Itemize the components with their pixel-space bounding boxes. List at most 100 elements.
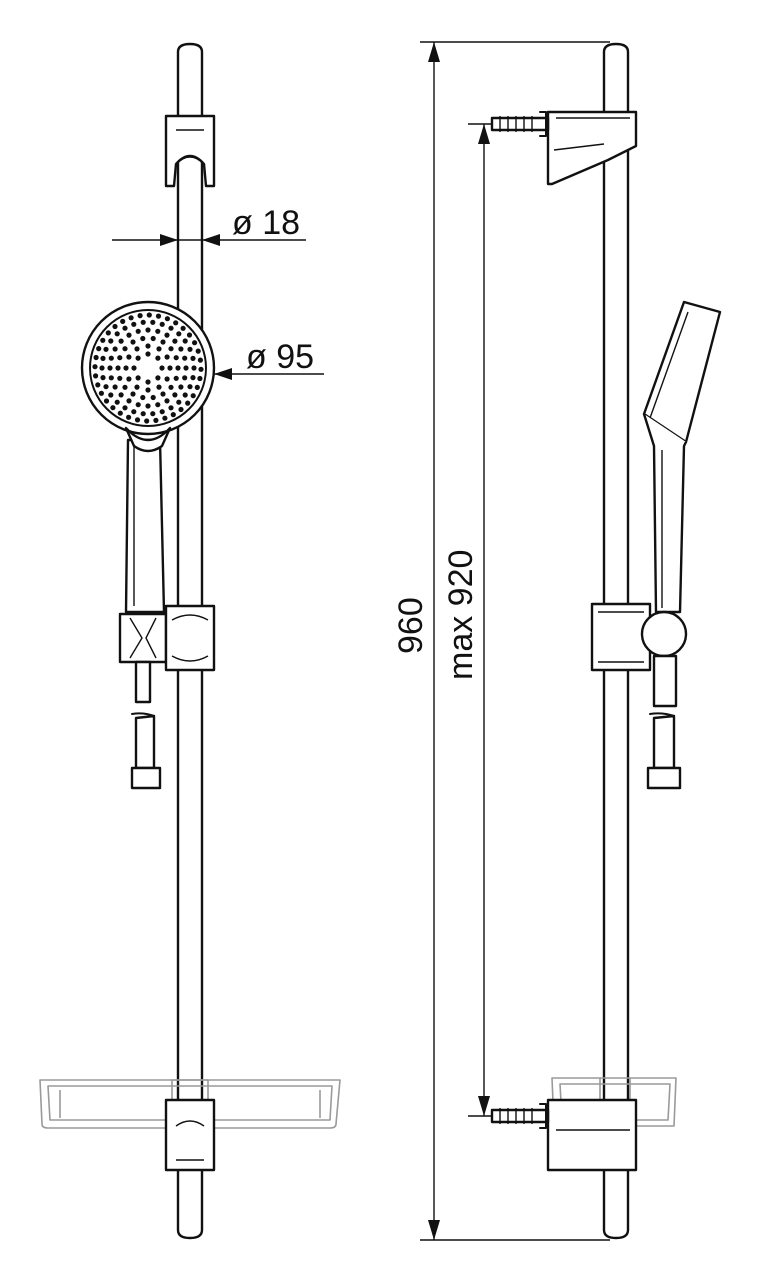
nozzle-dot: [131, 365, 137, 371]
nozzle-dot: [168, 405, 174, 411]
nozzle-dot: [140, 411, 146, 417]
nozzle-dot: [126, 332, 132, 338]
nozzle-dot: [114, 399, 120, 405]
nozzle-dot: [137, 313, 143, 319]
nozzle-dot: [178, 384, 184, 390]
nozzle-dot: [176, 399, 182, 405]
nozzle-dot: [182, 392, 188, 398]
nozzle-dot: [105, 330, 111, 336]
nozzle-dot: [155, 328, 161, 334]
nozzle-dot: [122, 384, 128, 390]
nozzle-dot: [100, 375, 106, 381]
nozzle-dot: [195, 348, 201, 354]
nozzle-dot: [197, 375, 203, 382]
nozzle-dot: [107, 365, 113, 371]
nozzle-dot: [98, 390, 104, 396]
head-diameter-label: ø 95: [246, 338, 314, 376]
nozzle-dot: [95, 382, 101, 388]
nozzle-dot: [112, 346, 118, 352]
nozzle-dot: [162, 415, 168, 421]
nozzle-dot: [108, 355, 114, 361]
nozzle-dot: [92, 364, 98, 370]
nozzle-dot: [182, 375, 188, 381]
nozzle-dot: [122, 325, 128, 331]
nozzle-dot: [198, 366, 204, 372]
nozzle-dot: [117, 355, 123, 361]
nozzle-dot: [108, 338, 114, 344]
nozzle-dot: [190, 393, 196, 399]
front-hose: [130, 660, 162, 790]
nozzle-dot: [191, 365, 197, 371]
shower-nozzles: [92, 312, 204, 424]
nozzle-dot: [112, 323, 118, 330]
nozzle-dot: [146, 312, 152, 318]
nozzle-dot: [134, 346, 140, 352]
nozzle-dot: [173, 375, 179, 381]
nozzle-dot: [190, 375, 196, 381]
front-top-bracket: [164, 114, 216, 188]
nozzle-dot: [131, 409, 137, 415]
rod-diameter-dimension: ø 18: [112, 204, 306, 246]
nozzle-dot: [155, 402, 161, 408]
nozzle-dot: [140, 394, 146, 401]
nozzle-dot: [126, 398, 132, 404]
nozzle-dot: [150, 394, 156, 401]
nozzle-dot: [160, 339, 166, 345]
nozzle-dot: [156, 384, 162, 390]
head-diameter-dimension: ø 95: [214, 338, 324, 380]
nozzle-dot: [170, 412, 176, 418]
nozzle-dot: [145, 379, 151, 385]
side-top-bracket: [546, 110, 638, 186]
nozzle-dot: [118, 338, 124, 344]
nozzle-dot: [140, 335, 146, 342]
nozzle-dot: [173, 355, 179, 361]
front-hand-shower: [80, 300, 216, 614]
nozzle-dot: [126, 414, 132, 420]
nozzle-dot: [115, 365, 121, 371]
nozzle-dot: [140, 319, 146, 325]
nozzle-dot: [190, 355, 196, 361]
nozzle-dot: [186, 332, 193, 338]
nozzle-dot: [93, 354, 99, 361]
nozzle-dot: [144, 418, 150, 424]
nozzle-dot: [150, 319, 156, 325]
nozzle-dot: [145, 351, 151, 357]
nozzle-dot: [117, 410, 123, 416]
nozzle-dot: [155, 375, 161, 381]
nozzle-dot: [180, 325, 186, 331]
nozzle-dot: [150, 411, 156, 417]
nozzle-dot: [194, 384, 200, 390]
nozzle-dot: [122, 346, 128, 352]
nozzle-dot: [145, 327, 151, 333]
nozzle-dot: [126, 354, 132, 360]
nozzle-dot: [160, 391, 166, 397]
nozzle-dot: [172, 392, 178, 398]
nozzle-dot: [167, 365, 173, 371]
nozzle-dot: [110, 405, 116, 411]
nozzle-dot: [112, 384, 118, 390]
nozzle-dot: [99, 365, 105, 371]
rod-diameter-label: ø 18: [232, 204, 300, 242]
nozzle-dot: [145, 403, 151, 409]
nozzle-dot: [108, 375, 114, 381]
nozzle-dot: [134, 384, 140, 390]
nozzle-dot: [176, 331, 182, 337]
nozzle-dot: [103, 398, 110, 404]
nozzle-dot: [155, 355, 161, 361]
nozzle-dot: [93, 373, 99, 379]
nozzle-dot: [120, 318, 126, 324]
nozzle-dot: [183, 365, 189, 371]
nozzle-dot: [145, 387, 151, 393]
nozzle-dot: [128, 315, 134, 321]
nozzle-dot: [135, 402, 141, 408]
front-slider: [118, 604, 216, 672]
nozzle-dot: [100, 355, 106, 361]
nozzle-dot: [182, 338, 188, 344]
nozzle-dot: [187, 346, 193, 352]
nozzle-dot: [114, 331, 120, 337]
nozzle-dot: [159, 409, 165, 415]
nozzle-dot: [187, 384, 193, 390]
nozzle-dot: [164, 376, 170, 382]
nozzle-dot: [178, 406, 184, 413]
nozzle-dot: [130, 339, 136, 345]
